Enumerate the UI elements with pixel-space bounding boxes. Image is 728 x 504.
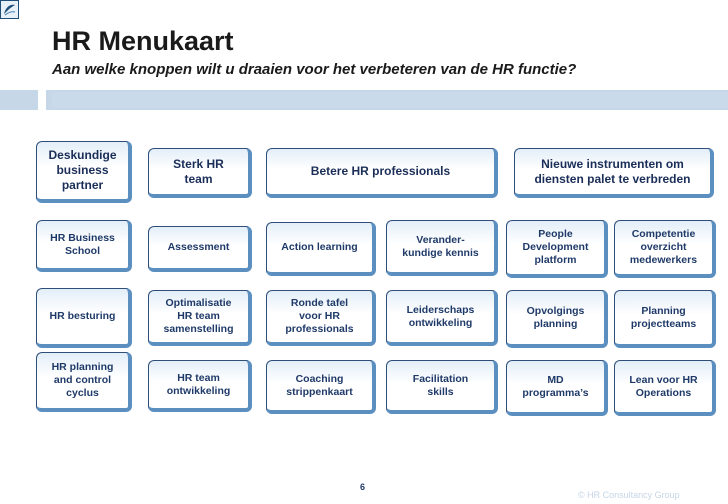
- tile-hr-planning-control[interactable]: HR planning and control cyclus: [36, 352, 132, 412]
- copyright-text: © HR Consultancy Group: [578, 490, 680, 500]
- header-sterk-hr-team[interactable]: Sterk HR team: [148, 148, 252, 198]
- tile-veranderkundige-kennis[interactable]: Verander- kundige kennis: [386, 220, 498, 276]
- tile-hr-team-ontwikkeling[interactable]: HR team ontwikkeling: [148, 360, 252, 412]
- header-nieuwe-instrumenten[interactable]: Nieuwe instrumenten om diensten palet te…: [514, 148, 714, 198]
- header: HR Menukaart Aan welke knoppen wilt u dr…: [52, 26, 576, 80]
- header-band: [0, 90, 728, 110]
- page-number: 6: [360, 482, 366, 492]
- tile-facilitation-skills[interactable]: Facilitation skills: [386, 360, 498, 414]
- band-square: [38, 90, 46, 110]
- tile-assessment[interactable]: Assessment: [148, 226, 252, 272]
- tile-lean-voor-hr[interactable]: Lean voor HR Operations: [614, 360, 716, 416]
- page-title: HR Menukaart: [52, 26, 234, 56]
- tile-opvolgings-planning[interactable]: Opvolgings planning: [506, 290, 608, 348]
- tile-people-development-platform[interactable]: People Development platform: [506, 220, 608, 278]
- page-subtitle: Aan welke knoppen wilt u draaien voor he…: [52, 61, 577, 78]
- tile-planning-projectteams[interactable]: Planning projectteams: [614, 290, 716, 348]
- tile-coaching-strippenkaart[interactable]: Coaching strippenkaart: [266, 360, 376, 414]
- logo-icon: [0, 0, 19, 19]
- tile-ronde-tafel[interactable]: Ronde tafel voor HR professionals: [266, 290, 376, 346]
- tile-action-learning[interactable]: Action learning: [266, 222, 376, 276]
- tile-md-programmas[interactable]: MD programma’s: [506, 360, 608, 416]
- header-betere-hr-professionals[interactable]: Betere HR professionals: [266, 148, 498, 198]
- tile-competentie-overzicht[interactable]: Competentie overzicht medewerkers: [614, 220, 716, 278]
- band-bar: [52, 92, 728, 108]
- tile-hr-business-school[interactable]: HR Business School: [36, 220, 132, 272]
- tile-hr-besturing[interactable]: HR besturing: [36, 288, 132, 348]
- tile-optimalisatie-hr-team[interactable]: Optimalisatie HR team samenstelling: [148, 290, 252, 346]
- tile-leiderschaps-ontwikkeling[interactable]: Leiderschaps ontwikkeling: [386, 290, 498, 346]
- header-deskundige-business-partner[interactable]: Deskundige business partner: [36, 141, 132, 203]
